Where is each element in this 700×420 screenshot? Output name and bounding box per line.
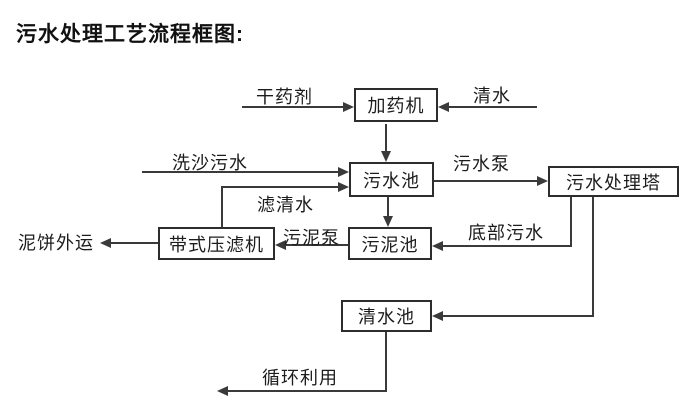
label-clean-water: 清水: [473, 86, 511, 106]
connector-dosing-to-sewage-pool: [385, 124, 387, 152]
label-dry-agent: 干药剂: [256, 87, 313, 107]
node-treatment-tower: 污水处理塔: [548, 166, 679, 197]
arrowhead-left-icon: [217, 386, 228, 396]
arrowhead-left-icon: [100, 238, 111, 248]
arrowhead-right-icon: [338, 167, 349, 177]
connector-sludge-pump: [286, 244, 348, 246]
arrowhead-down-icon: [383, 216, 393, 227]
connector-bottom-sewage-drop: [570, 197, 572, 247]
page-title: 污水处理工艺流程框图:: [16, 23, 244, 46]
label-bottom-sewage: 底部污水: [468, 223, 544, 243]
connector-tower-to-clean-pool-drop: [592, 197, 594, 317]
label-sand-washing-sewage: 洗沙污水: [172, 153, 248, 173]
connector-dry-agent: [242, 106, 343, 108]
arrowhead-left-icon: [275, 240, 286, 250]
node-dosing-machine: 加药机: [354, 88, 438, 122]
connector-filtered-water-riser: [221, 186, 223, 227]
arrowhead-left-icon: [438, 102, 449, 112]
label-recycling-use: 循环利用: [262, 368, 338, 388]
label-sludge-pump: 污泥泵: [283, 228, 340, 248]
connector-recycling-use: [228, 390, 387, 392]
label-sewage-pump: 污水泵: [453, 154, 510, 174]
connector-mud-cake-outbound: [111, 242, 158, 244]
connector-sewage-to-sludge-pool: [387, 197, 389, 217]
connector-sand-washing-sewage: [142, 171, 339, 173]
arrowhead-right-icon: [537, 176, 548, 186]
arrowhead-right-icon: [338, 182, 349, 192]
connector-tower-to-clean-pool: [443, 315, 594, 317]
arrowhead-right-icon: [343, 102, 354, 112]
connector-recycling-drop: [385, 332, 387, 392]
connector-clean-water: [448, 106, 537, 108]
connector-filtered-water: [221, 186, 339, 188]
connector-bottom-sewage: [443, 245, 572, 247]
node-sewage-pool: 污水池: [349, 162, 434, 197]
arrowhead-left-icon: [432, 241, 443, 251]
node-sludge-pool: 污泥池: [348, 227, 432, 260]
node-clean-water-pool: 清水池: [341, 300, 432, 332]
arrowhead-down-icon: [381, 151, 391, 162]
node-belt-filter-press: 带式压滤机: [158, 227, 275, 260]
connector-sewage-pump: [434, 180, 537, 182]
arrowhead-left-icon: [432, 311, 443, 321]
label-filtered-clean-water: 滤清水: [257, 195, 314, 215]
label-mud-cake-outbound: 泥饼外运: [18, 233, 94, 253]
